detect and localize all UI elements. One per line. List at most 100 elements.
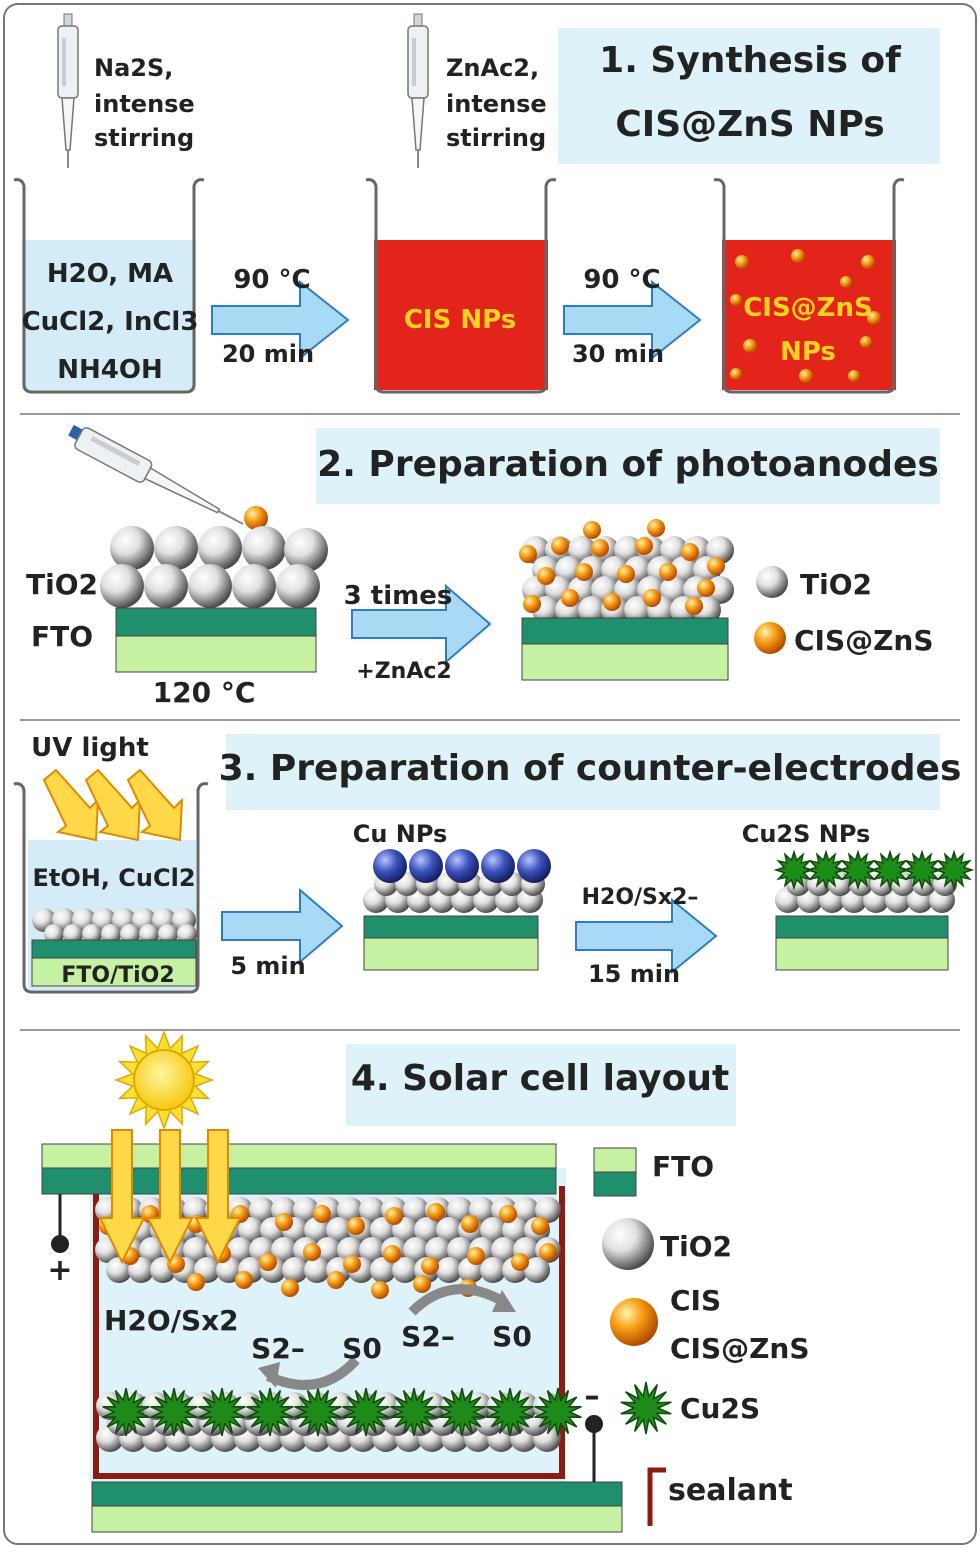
cu2s-star [342,1387,390,1437]
tio2-sphere [491,1237,517,1263]
cis-znS-sphere [685,597,703,615]
section-1-title-line1: 1. Synthesis of [599,40,901,81]
fto-layer [363,915,539,939]
redox-arrowhead [492,1290,516,1312]
fto-swatch-icon [593,1171,637,1197]
section-2-title: 2. Preparation of photoanodes [317,444,939,485]
beaker-1-line2: CuCl2, InCl3 [22,307,199,337]
plus-sign: + [47,1253,72,1288]
tio2-sphere [293,1197,319,1223]
arrow-2-top: H2O/Sx2– [582,885,699,910]
tio2-sphere [144,564,188,608]
pipette-1-line2: intense [94,90,195,118]
positive-terminal [51,1194,69,1253]
electrode-cu [363,849,551,913]
section-1-title-panel [558,28,940,164]
cis-sphere [511,1253,529,1271]
cis-sphere-icon [610,1298,658,1346]
pipette-1-line3: stirring [94,124,194,152]
cis-sphere [347,1217,365,1235]
section-1-title-line2: CIS@ZnS NPs [615,104,884,145]
tio2-sphere [183,1237,209,1263]
beaker-1-line1: H2O, MA [47,259,173,289]
cu2s-star [486,1387,534,1437]
tio2-sphere [82,924,102,944]
process-arrow [211,279,350,361]
glass-layer [775,937,949,971]
tio2-sphere [524,1257,550,1283]
beaker-solution-label: EtOH, CuCl2 [32,864,195,892]
cis-sphere [461,1215,479,1233]
legend-tio2: TiO2 [660,1230,732,1263]
redox-arrowhead [258,1362,280,1388]
glass-layer [115,635,317,673]
tio2-sphere [238,1217,264,1243]
tio2-sphere [63,924,83,944]
sun-icon [113,1029,215,1131]
cis-znS-sphere [697,579,715,597]
tio2-sphere [304,1217,330,1243]
fto-swatch-icon [593,1147,637,1173]
tio2-sphere [139,924,159,944]
cu2s-star [246,1387,294,1437]
cu2s-star [150,1387,198,1437]
tio2-sphere [101,924,121,944]
fto-layer [521,617,729,645]
tio2-sphere [120,924,140,944]
cis-znS-sphere [591,539,609,557]
cu2s-star [390,1387,438,1437]
negative-terminal [585,1415,603,1482]
tio2-sphere [436,1257,462,1283]
cis-sphere [421,1257,439,1275]
anode-before [100,526,328,608]
tio2-sphere [578,596,606,624]
cu2s-star [933,849,975,891]
cis-sphere [383,1245,401,1263]
tio2-sphere [139,1237,165,1263]
fto-bottom-glass [91,1505,623,1533]
tio2-sphere [227,1237,253,1263]
cis-znS-sphere [537,567,555,585]
droplet-icon [244,506,268,530]
arrow-1-bottom: 5 min [230,952,305,980]
tio2-sphere [177,924,197,944]
arrow-1-bottom: 20 min [222,340,314,368]
pipette-icon [407,13,429,168]
cis-znS-sphere [643,589,661,607]
tio2-sphere [392,1257,418,1283]
anode-after [519,519,734,624]
arrow-2-top: 90 °C [583,265,660,295]
legend-sealant: sealant [668,1473,793,1508]
legend-cis-znS: CIS@ZnS [670,1332,810,1365]
section-4-title-panel [346,1044,736,1126]
tio2-sphere [447,1237,473,1263]
tio2-sphere [337,1197,363,1223]
tio2-sphere [158,924,178,944]
tio2-sphere [110,526,154,570]
cis-sphere [259,1253,277,1271]
glass-layer [31,957,197,987]
cis-sphere [413,1275,431,1293]
cu2s-star [198,1387,246,1437]
beaker-3-line1: CIS@ZnS [743,293,873,323]
temperature-label: 120 °C [153,676,256,709]
cis-znS-sphere [561,589,579,607]
fto-label: FTO [31,620,93,653]
section-3-counter-electrodes: 3. Preparation of counter-electrodes UV … [13,733,975,994]
cis-znS-sphere [707,557,725,575]
arrow-2-bottom: 30 min [572,340,664,368]
tio2-sphere [403,1237,429,1263]
electrolyte-label: H2O/Sx2 [104,1304,239,1337]
tio2-sphere [326,1217,352,1243]
legend-cis-znS: CIS@ZnS [794,624,934,657]
cis-sphere [499,1205,517,1223]
tio2-label: TiO2 [26,568,98,601]
tio2-sphere [271,1237,297,1263]
tio2-sphere [232,564,276,608]
cis-znS-sphere [583,521,601,539]
section-4-solar-cell: 4. Solar cell layout + – H2O/ [41,1029,810,1533]
cis-sphere [531,1217,549,1235]
pipette-1-reagent: Na2S, [94,54,173,82]
substrate-label: FTO/TiO2 [61,963,174,988]
cis-sphere [427,1203,445,1221]
